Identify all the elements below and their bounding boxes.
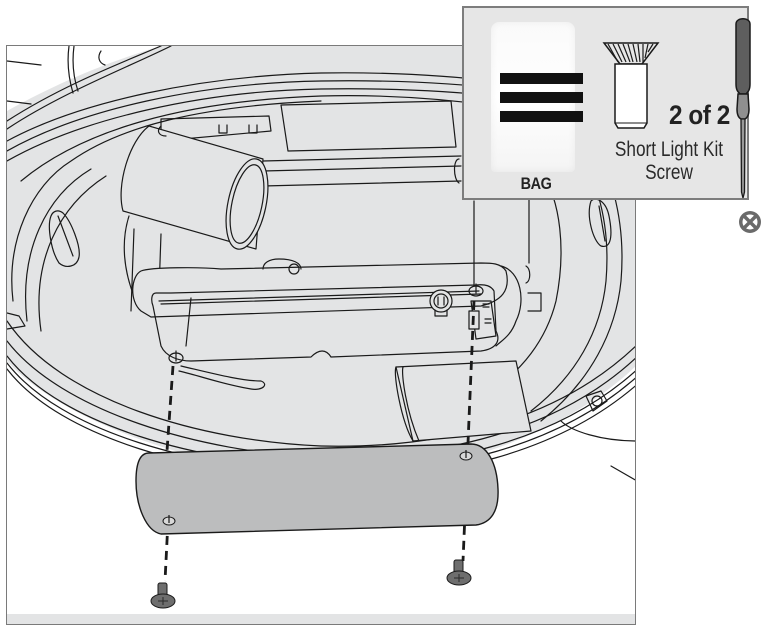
part-name-line-2: Screw: [645, 161, 693, 184]
screw-right: [446, 559, 472, 586]
bag-stripe: [500, 92, 583, 103]
hardware-callout: BAG 2 of 2 Short Light Kit Screw: [462, 6, 749, 200]
housing-illustration: [7, 46, 635, 614]
screw-icon: [602, 42, 660, 129]
phillips-screwdriver-icon: [735, 18, 751, 199]
no-power-drill-icon: [739, 211, 761, 233]
bag-stripe: [500, 111, 583, 122]
part-name: Short Light Kit Screw: [612, 138, 727, 184]
screw-left: [150, 582, 176, 609]
cover-plate: [135, 443, 499, 535]
screws: [150, 559, 472, 609]
bag-label: BAG: [520, 174, 552, 193]
hardware-bag-icon: [491, 22, 583, 172]
part-count: 2 of 2: [669, 100, 730, 130]
bag-stripe: [500, 73, 583, 84]
part-name-line-1: Short Light Kit: [614, 138, 724, 161]
